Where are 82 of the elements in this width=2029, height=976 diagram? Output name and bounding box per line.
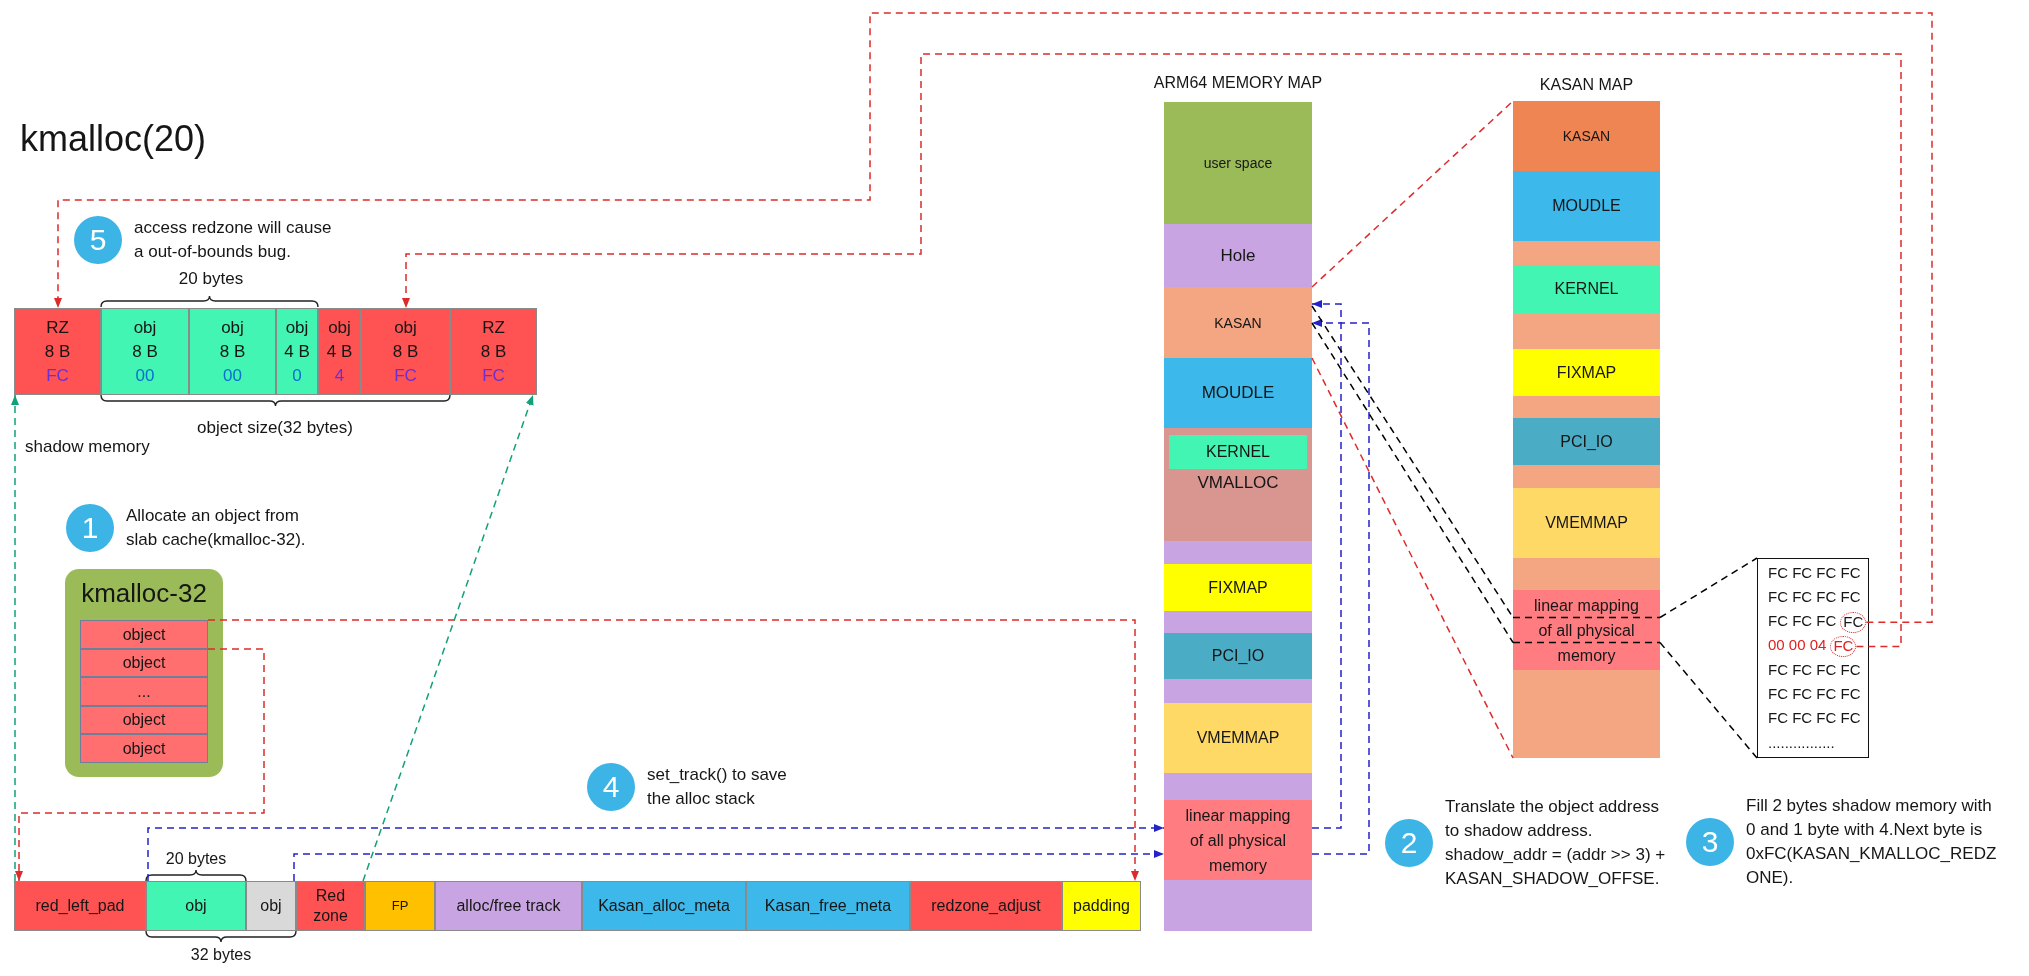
memory-region: KASAN: [1164, 287, 1312, 358]
slab-object-slot: object: [80, 706, 208, 734]
step-number: 1: [66, 504, 114, 552]
object-layout-field: padding: [1062, 881, 1141, 931]
memory-region: linear mapping of all physical memory: [1164, 800, 1312, 880]
slab-object-slot: object: [80, 620, 208, 649]
memory-region: VMEMMAP: [1164, 703, 1312, 773]
step-number: 4: [587, 763, 635, 811]
step-number: 2: [1385, 819, 1433, 867]
object-layout-field: Kasan_alloc_meta: [582, 881, 746, 931]
dashed-arrow: [1311, 319, 1370, 855]
dashed-arrow: [362, 394, 534, 882]
dashed-arrow: [207, 619, 1139, 882]
size-label: 32 bytes: [190, 945, 252, 965]
memory-region: PCI_IO: [1513, 418, 1660, 465]
memory-region: PCI_IO: [1164, 633, 1312, 679]
memory-region: [1164, 428, 1312, 541]
memory-region: MOUDLE: [1513, 171, 1660, 241]
memory-region: user space: [1164, 102, 1312, 224]
shadow-memory-cell: obj 8 B 00: [189, 308, 276, 395]
step-description: Allocate an object from slab cache(kmalloc-32).: [126, 505, 307, 551]
slab-object-slot: ...: [80, 677, 208, 706]
memory-region: linear mapping of all physical memory: [1513, 590, 1660, 670]
diagram-title: kmalloc(20): [20, 118, 207, 160]
shadow-byte-values: FC FC FC FC: [1768, 685, 1861, 702]
row-caption: shadow memory: [25, 437, 150, 458]
object-layout-field: obj: [146, 881, 246, 931]
step-description: Translate the object address to shadow address. shadow_addr = (addr >> 3) + KASAN_SHADOW_OFFSE.: [1445, 796, 1667, 890]
dashed-connector-line: [1311, 100, 1514, 288]
region-label: VMALLOC: [1197, 472, 1279, 494]
shadow-byte-values: FC FC FC: [1768, 612, 1837, 630]
size-label: 20 bytes: [178, 269, 244, 290]
object-layout-field: alloc/free track: [435, 881, 582, 931]
dashed-arrow: [402, 53, 1902, 648]
object-layout-field: obj: [246, 881, 296, 931]
memory-region: KERNEL: [1169, 435, 1307, 469]
memory-region: KASAN: [1513, 101, 1660, 171]
dashed-connector-line: [1659, 641, 1758, 759]
shadow-byte-values: FC FC FC FC: [1768, 660, 1861, 678]
step-description: Fill 2 bytes shadow memory with 0 and 1 byte with 4.Next byte is 0xFC(KASAN_KMALLOC_REDZONE).: [1746, 795, 1998, 889]
shadow-memory-cell: obj 4 B 4: [318, 308, 361, 395]
shadow-memory-cell: RZ 8 B FC: [14, 308, 101, 395]
object-layout-field: red_left_pad: [14, 881, 146, 931]
object-layout-field: redzone_adjust: [910, 881, 1062, 931]
memory-region: FIXMAP: [1164, 564, 1312, 611]
map-heading: KASAN MAP: [1539, 75, 1634, 95]
memory-region: KERNEL: [1513, 265, 1660, 313]
dashed-arrow: [54, 12, 1933, 623]
object-layout-field: FP: [365, 881, 435, 931]
memory-region: FIXMAP: [1513, 349, 1660, 396]
dashed-connector-line: [1311, 357, 1514, 759]
shadow-byte-values: FC FC FC FC: [1768, 587, 1861, 605]
shadow-byte-values: 00 00 04: [1768, 636, 1827, 654]
dashed-arrow: [147, 824, 1165, 882]
memory-region: VMEMMAP: [1513, 488, 1660, 558]
step-description: set_track() to save the alloc stack: [647, 764, 788, 810]
slab-cache-box: [65, 569, 223, 777]
dashed-arrow: [293, 850, 1165, 882]
map-heading: ARM64 MEMORY MAP: [1153, 73, 1323, 93]
shadow-byte-values: FC FC FC FC: [1768, 563, 1861, 581]
slab-object-slot: object: [80, 734, 208, 763]
dashed-arrow: [15, 648, 265, 882]
shadow-byte-values: FC FC FC FC: [1768, 709, 1861, 727]
slab-object-slot: object: [80, 649, 208, 677]
memory-region: MOUDLE: [1164, 358, 1312, 428]
dashed-arrow: [1311, 300, 1342, 829]
step-number: 5: [74, 216, 122, 264]
step-description: access redzone will cause a out-of-bounds bug.: [134, 217, 333, 263]
object-layout-field: Red zone: [296, 881, 365, 931]
size-label: object size(32 bytes): [197, 418, 353, 439]
object-layout-field: Kasan_free_meta: [746, 881, 910, 931]
shadow-memory-cell: obj 4 B 0: [276, 308, 318, 395]
cache-title: kmalloc-32: [81, 578, 207, 608]
shadow-byte-table: [1757, 558, 1869, 758]
size-label: 20 bytes: [165, 849, 227, 869]
shadow-byte-values: ................: [1768, 733, 1835, 751]
dashed-connector-line: [1659, 557, 1758, 619]
shadow-memory-cell: obj 8 B FC: [361, 308, 450, 395]
step-number: 3: [1686, 818, 1734, 866]
shadow-memory-cell: obj 8 B 00: [101, 308, 189, 395]
dashed-arrow: [11, 394, 19, 882]
shadow-memory-cell: RZ 8 B FC: [450, 308, 537, 395]
